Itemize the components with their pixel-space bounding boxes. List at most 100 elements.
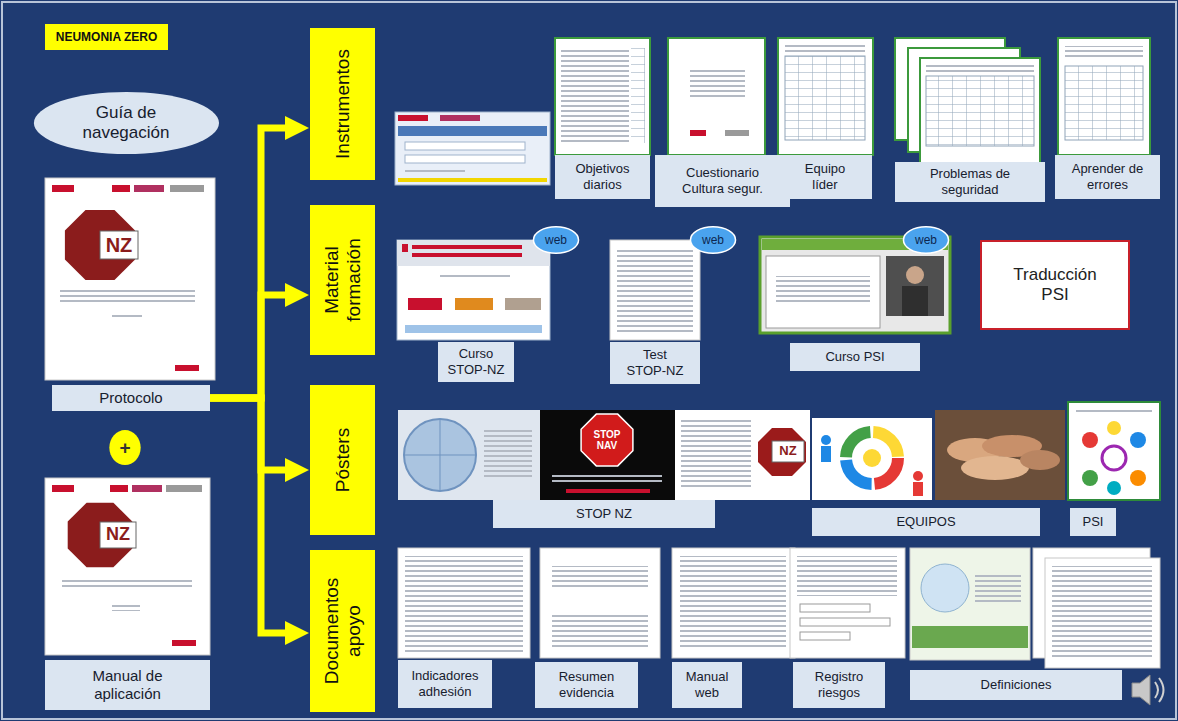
- nz-poster: [772, 441, 804, 462]
- caption-box: Definiciones: [910, 670, 1122, 700]
- node-text: Material formación: [321, 212, 365, 348]
- hands-photo: [961, 456, 1029, 480]
- node-text: Registro riesgos: [799, 669, 879, 700]
- manual-cover: [166, 485, 202, 492]
- course-screenshot: [397, 240, 550, 340]
- caption-box: Manual de aplicación: [45, 660, 210, 710]
- speaker-icon: [1155, 682, 1158, 698]
- learn-from-errors-sheet: [1058, 38, 1150, 155]
- manual-cover: [110, 485, 128, 492]
- nz-poster: [681, 418, 751, 490]
- psi-poster: [1082, 470, 1098, 486]
- psi-course-screenshot: [766, 256, 880, 328]
- hands-photo: [1020, 450, 1060, 470]
- caption-box: Problemas de seguridad: [895, 162, 1045, 202]
- section-header: Instrumentos: [310, 28, 375, 180]
- caption-box: Aprender de errores: [1055, 155, 1160, 199]
- course-screenshot: [405, 325, 542, 333]
- node-text: Instrumentos: [332, 35, 354, 173]
- node-text: web: [545, 233, 567, 247]
- speaker-icon: [1159, 678, 1164, 702]
- node-text: NEUMONIA ZERO: [56, 30, 158, 44]
- psi-course-screenshot: [886, 256, 944, 316]
- section-header: Pósters: [310, 385, 375, 535]
- stop-nav-poster: [552, 474, 662, 484]
- node-text: Curso STOP-NZ: [443, 346, 509, 377]
- safety-problems-sheets: [920, 58, 1040, 164]
- caption-box: Objetivos diarios: [555, 155, 650, 199]
- course-screenshot: [397, 240, 550, 340]
- caption-box: Registro riesgos: [793, 662, 885, 708]
- protocol-cover: [45, 178, 215, 380]
- node-text: Guía de navegación: [63, 103, 189, 143]
- learn-from-errors-sheet: [1065, 46, 1143, 60]
- connector-arrow: [210, 398, 285, 633]
- oval-outline: [903, 227, 948, 253]
- protocol-cover: [60, 290, 195, 302]
- daily-goals-sheet: [555, 38, 650, 155]
- manual-cover: [52, 485, 74, 492]
- test-sheet: [617, 250, 693, 332]
- definitions-cover: [910, 548, 1030, 660]
- node-text: STOP NZ: [576, 506, 632, 522]
- oval-node: web: [903, 226, 949, 254]
- node-text: Resumen evidencia: [545, 669, 629, 700]
- teams-poster: [846, 432, 898, 484]
- caption-box: EQUIPOS: [812, 508, 1040, 536]
- manual-cover: [62, 580, 192, 590]
- node-text: Aprender de errores: [1068, 161, 1148, 192]
- culture-questionnaire-sheet: [725, 130, 749, 136]
- protocol-cover: [134, 185, 164, 192]
- leader-team-sheet: [785, 44, 865, 52]
- speaker-icon: [1132, 675, 1150, 705]
- teams-poster: [821, 446, 831, 462]
- section-header: Material formación: [310, 205, 375, 355]
- web-manual-sheet: [672, 548, 795, 658]
- nz-poster: [675, 410, 810, 500]
- sign-text: NZ: [772, 441, 804, 462]
- caption-box: STOP NZ: [493, 500, 715, 528]
- leader-team-sheet: [778, 38, 873, 155]
- psi-poster: [1102, 446, 1126, 470]
- teams-poster: [863, 449, 881, 467]
- node-text: Manual web: [677, 669, 737, 700]
- psi-poster: [1107, 481, 1121, 495]
- connector-arrow: [210, 128, 285, 398]
- caption-box: Curso PSI: [790, 343, 920, 371]
- course-screenshot: [412, 253, 522, 257]
- evidence-sheet: [552, 612, 648, 648]
- web-form-screenshot: [405, 142, 525, 150]
- risk-register-sheet: [797, 556, 897, 596]
- teams-poster: [846, 432, 898, 484]
- caption-box: Manual web: [672, 662, 742, 708]
- manual-cover: [112, 605, 140, 611]
- node-text: Protocolo: [99, 389, 162, 407]
- caption-box: PSI: [1070, 508, 1116, 536]
- indicators-sheet: [398, 548, 530, 658]
- node-text: web: [702, 233, 724, 247]
- oval-outline: [109, 430, 140, 465]
- caption-box: Protocolo: [52, 385, 210, 411]
- manual-cover: [132, 485, 162, 492]
- globe-poster: [398, 410, 540, 500]
- sign-text: NZ: [100, 522, 136, 548]
- web-form-screenshot: [405, 155, 525, 163]
- definitions-sheets: [1052, 566, 1152, 658]
- teams-poster: [913, 471, 923, 481]
- psi-poster: [1068, 402, 1160, 500]
- globe-poster: [484, 428, 532, 480]
- learn-from-errors-sheet: [1065, 66, 1143, 140]
- node-text: Curso PSI: [825, 349, 884, 365]
- psi-course-screenshot: [776, 276, 870, 304]
- node-text: Manual de aplicación: [63, 667, 193, 703]
- protocol-cover: [175, 365, 199, 371]
- node-text: Objetivos diarios: [563, 161, 643, 192]
- web-form-screenshot: [395, 112, 550, 185]
- definitions-sheets: [1045, 558, 1160, 668]
- definitions-cover: [975, 572, 1021, 602]
- caption-box: Test STOP-NZ: [610, 342, 700, 384]
- psi-poster: [1130, 432, 1146, 448]
